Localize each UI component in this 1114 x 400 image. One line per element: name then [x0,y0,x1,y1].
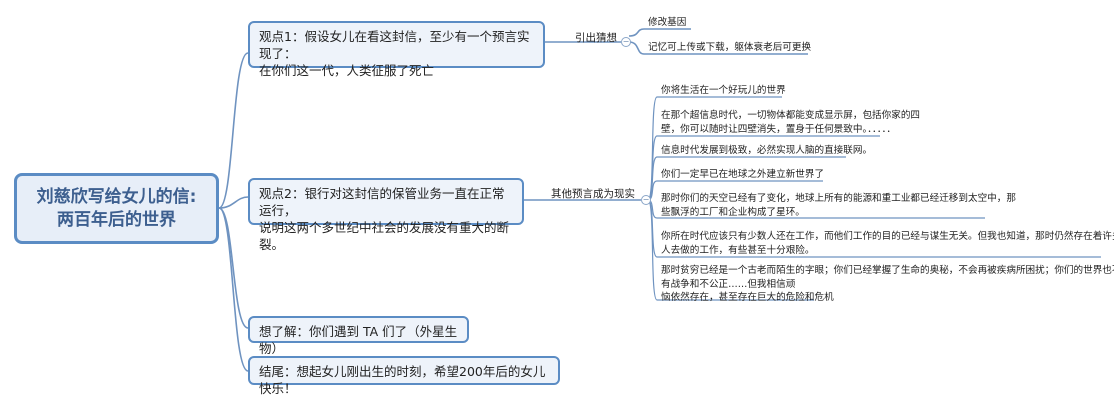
leaf-star-ring[interactable]: 那时你们的天空已经有了变化，地球上所有的能源和重工业都已经迁移到太空中，那 些飘… [661,193,1016,218]
topic-want-to-know[interactable]: 想了解：你们遇到 TA 们了（外星生物） [248,316,469,356]
leaf-new-world[interactable]: 你们一定早已在地球之外建立新世界了 [661,169,825,180]
point-2-line2: 说明这两个多世纪中社会的发展没有重大的断裂。 [259,220,510,252]
root-title-line2: 两百年后的世界 [57,209,176,230]
collapse-icon[interactable]: − [621,37,631,47]
branch-label-conjecture[interactable]: 引出猜想 [575,32,617,44]
root-title-line1: 刘慈欣写给女儿的信: [36,186,197,207]
point-2-line1: 观点2：银行对这封信的保管业务一直在正常运行， [259,186,505,218]
point-1-line2: 在你们这一代，人类征服了死亡 [259,63,435,78]
leaf-brain-network[interactable]: 信息时代发展到极致，必然实现人脑的直接联网。 [661,145,873,156]
leaf-fun-world[interactable]: 你将生活在一个好玩儿的世界 [661,85,786,96]
leaf-poverty[interactable]: 那时贫穷已经是一个古老而陌生的字眼；你们已经掌握了生命的奥秘，不会再被疾病所困扰… [661,265,1114,303]
branch-label-other-predictions[interactable]: 其他预言成为现实 [551,188,635,200]
root-topic[interactable]: 刘慈欣写给女儿的信: 两百年后的世界 [14,173,219,244]
topic-ending[interactable]: 结尾：想起女儿刚出生的时刻，希望200年后的女儿快乐！ [248,356,560,396]
leaf-gene-editing[interactable]: 修改基因 [648,17,687,28]
leaf-memory-upload[interactable]: 记忆可上传或下载，躯体衰老后可更换 [648,42,812,53]
topic-point-2[interactable]: 观点2：银行对这封信的保管业务一直在正常运行， 说明这两个多世纪中社会的发展没有… [248,178,524,252]
ending-text: 结尾：想起女儿刚出生的时刻，希望200年后的女儿快乐！ [259,364,546,396]
leaf-work[interactable]: 你所在时代应该只有少数人还在工作，而他们工作的目的已经与谋生无关。但我也知道，那… [661,231,1114,256]
collapse-icon[interactable]: − [641,195,651,205]
want-to-know-text: 想了解：你们遇到 TA 们了（外星生物） [259,324,458,356]
leaf-display-walls[interactable]: 在那个超信息时代，一切物体都能变成显示屏，包括你家的四 壁，你可以随时让四壁消失… [661,110,921,135]
point-1-line1: 观点1：假设女儿在看这封信，至少有一个预言实现了： [259,29,530,61]
topic-point-1[interactable]: 观点1：假设女儿在看这封信，至少有一个预言实现了： 在你们这一代，人类征服了死亡 [248,21,545,78]
